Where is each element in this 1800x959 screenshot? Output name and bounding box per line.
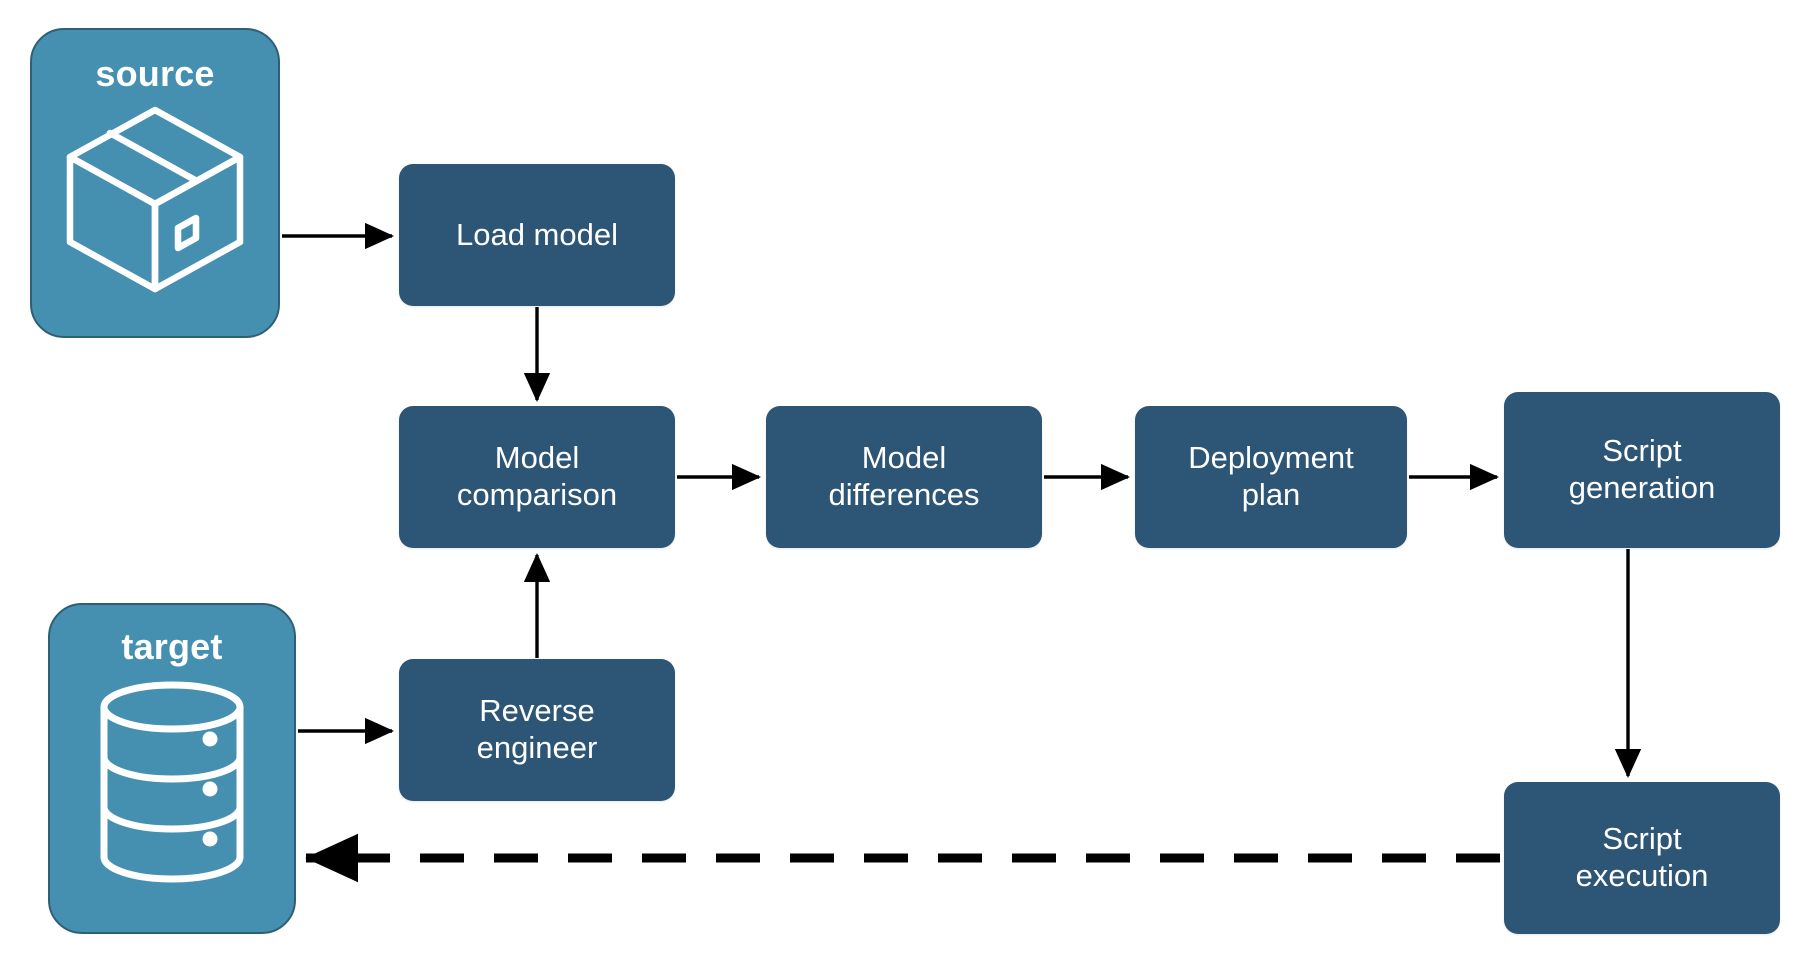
process-model-differences[interactable]: Model differences: [766, 406, 1042, 548]
endpoint-target[interactable]: target: [48, 603, 296, 934]
process-model-differences-label: Model differences: [828, 440, 980, 512]
endpoint-source[interactable]: source: [30, 28, 280, 338]
process-model-comparison-label: Model comparison: [456, 440, 618, 512]
package-box-icon: [66, 106, 244, 293]
process-script-execution-label: Script execution: [1575, 821, 1709, 893]
process-model-comparison[interactable]: Model comparison: [399, 406, 675, 548]
process-reverse-engineer-label: Reverse engineer: [476, 693, 598, 765]
endpoint-source-label: source: [95, 53, 215, 94]
process-deployment-plan-label: Deployment plan: [1188, 440, 1354, 512]
process-reverse-engineer[interactable]: Reverse engineer: [399, 659, 675, 801]
database-cylinder-icon: [100, 681, 244, 883]
process-load-model[interactable]: Load model: [399, 164, 675, 306]
process-script-execution[interactable]: Script execution: [1504, 782, 1780, 934]
process-script-generation[interactable]: Script generation: [1504, 392, 1780, 548]
endpoint-target-label: target: [121, 626, 223, 667]
process-load-model-label: Load model: [455, 216, 618, 252]
database-indicator-dots: [202, 731, 218, 847]
process-deployment-plan[interactable]: Deployment plan: [1135, 406, 1407, 548]
process-script-generation-label: Script generation: [1568, 433, 1716, 505]
